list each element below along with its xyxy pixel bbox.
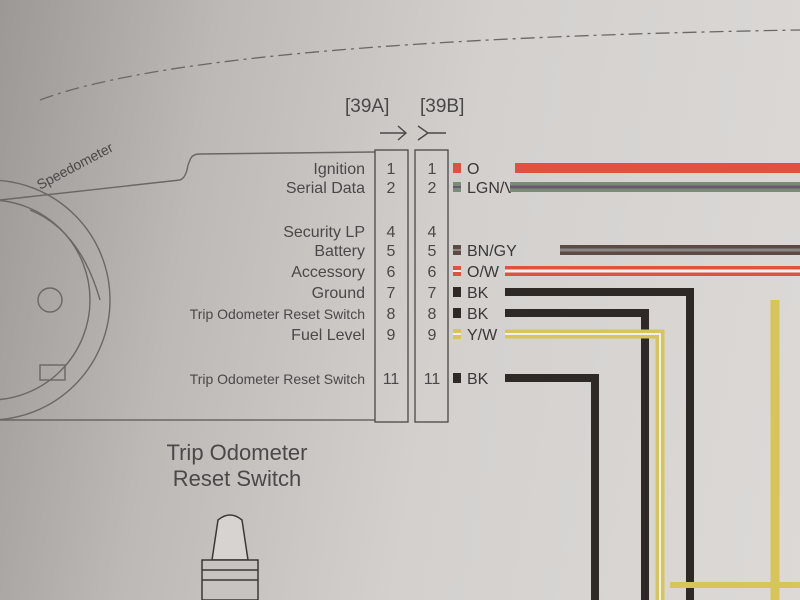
connector-a-box — [374, 149, 409, 423]
pin-b: 11 — [424, 371, 441, 388]
circuit-name: Trip Odometer Reset Switch — [190, 371, 365, 387]
reset-switch-icon — [201, 514, 259, 600]
circuit-row: Trip Odometer Reset Switch 11 11 BK — [190, 371, 489, 388]
pin-a: 4 — [387, 224, 396, 241]
pin-b: 2 — [428, 180, 437, 197]
dashed-boundary — [39, 29, 800, 101]
circuit-name: Trip Odometer Reset Switch — [190, 306, 365, 322]
pin-a: 5 — [387, 243, 396, 260]
wire-stub — [453, 373, 461, 383]
circuit-row: Serial Data 2 2 LGN/V — [286, 180, 800, 197]
wire-color-code: BN/GY — [467, 243, 517, 260]
wire-color-code: O/W — [467, 264, 500, 281]
speedometer-label: Speedometer — [34, 139, 116, 193]
circuit-row: Battery 5 5 BN/GY — [314, 243, 800, 260]
pin-a: 6 — [387, 264, 396, 281]
circuit-row: Ground 7 7 BK — [312, 285, 489, 302]
wire-stub-stripe — [453, 333, 461, 335]
pin-a: 9 — [387, 327, 396, 344]
pin-b: 9 — [428, 327, 437, 344]
pin-a: 7 — [387, 285, 396, 302]
circuit-name: Accessory — [291, 264, 365, 281]
wire-color-code: BK — [467, 285, 489, 302]
wire-runs — [505, 288, 800, 600]
wire-stripe — [560, 248, 800, 252]
wire-stub — [453, 287, 461, 297]
circuit-name: Ignition — [313, 161, 365, 178]
wire — [515, 163, 800, 173]
wire-stub — [453, 163, 461, 173]
connector-b-box — [414, 149, 449, 423]
wire-stub — [453, 308, 461, 318]
circuit-row: Trip Odometer Reset Switch 8 8 BK — [190, 306, 489, 323]
wire-stub-stripe — [453, 249, 461, 251]
circuit-row: Ignition 1 1 O — [313, 161, 800, 178]
connector-symbol-icon — [380, 125, 446, 141]
circuit-name: Security LP — [283, 224, 365, 241]
pin-b: 1 — [428, 161, 437, 178]
speedometer-outline — [0, 151, 376, 421]
pin-b: 6 — [428, 264, 437, 281]
connector-b-label: [39B] — [420, 96, 464, 117]
pin-a: 11 — [383, 371, 400, 388]
circuit-row: Accessory 6 6 O/W — [291, 264, 800, 281]
pin-a: 1 — [387, 161, 396, 178]
switch-title-line1: Trip Odometer — [166, 440, 307, 465]
circuit-name: Battery — [314, 243, 365, 260]
pin-b: 4 — [428, 224, 437, 241]
pin-a: 8 — [387, 306, 396, 323]
switch-title-line2: Reset Switch — [173, 466, 301, 491]
circuit-name: Ground — [312, 285, 365, 302]
circuit-name: Serial Data — [286, 180, 365, 197]
wire-color-code: BK — [467, 306, 489, 323]
pin-a: 2 — [387, 180, 396, 197]
circuit-row: Security LP 4 4 — [283, 224, 436, 241]
pin-b: 5 — [428, 243, 437, 260]
wire-color-code: O — [467, 161, 479, 178]
wire-color-code: BK — [467, 371, 489, 388]
wire-stub-stripe — [453, 186, 461, 188]
wire-color-code: Y/W — [467, 327, 498, 344]
circuit-name: Fuel Level — [291, 327, 365, 344]
wire-stub-stripe — [453, 270, 461, 272]
wire-stripe — [510, 185, 800, 189]
connector-a-label: [39A] — [345, 96, 389, 117]
circuit-row: Fuel Level 9 9 Y/W — [291, 327, 498, 344]
pin-b: 7 — [428, 285, 437, 302]
wire-stripe — [505, 269, 800, 273]
wire-color-code: LGN/V — [467, 180, 515, 197]
pin-b: 8 — [428, 306, 437, 323]
